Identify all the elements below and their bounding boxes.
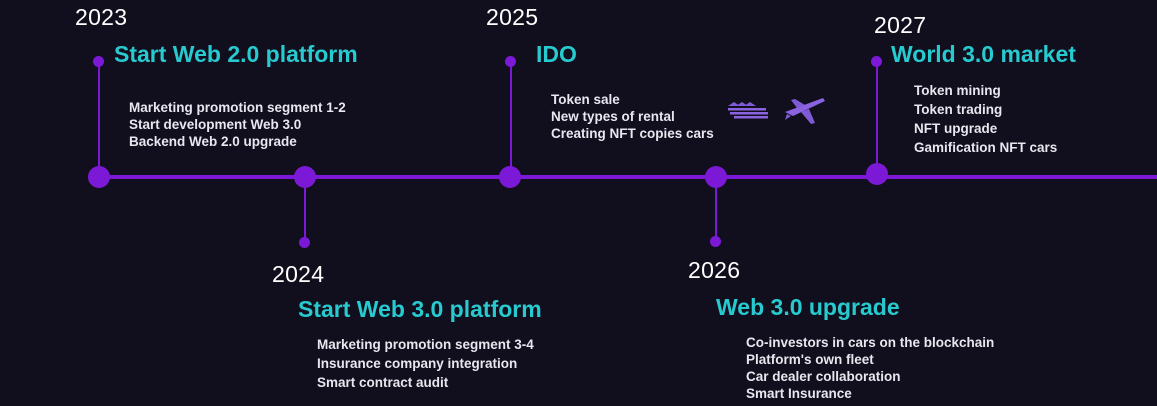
year-2024: 2024 <box>272 261 325 287</box>
list-item: Insurance company integration <box>317 356 518 371</box>
stem-2023 <box>98 61 100 177</box>
milestone-title-2023: Start Web 2.0 platform <box>114 41 358 67</box>
node-2025 <box>499 166 521 188</box>
list-item: Token trading <box>914 102 1003 117</box>
ship-icon <box>728 102 768 119</box>
list-item: Platform's own fleet <box>746 352 874 367</box>
list-item: Car dealer collaboration <box>746 369 901 384</box>
year-2026: 2026 <box>688 257 741 283</box>
timeline-line <box>98 175 1157 179</box>
stem-dot-2025 <box>505 56 516 67</box>
year-2023: 2023 <box>75 4 128 30</box>
list-item: New types of rental <box>551 109 675 124</box>
stem-dot-2023 <box>93 56 104 67</box>
milestone-items-2023: Marketing promotion segment 1-2 Start de… <box>129 99 346 150</box>
airplane-icon <box>785 98 825 124</box>
list-item: Token sale <box>551 92 620 107</box>
stem-2024 <box>304 178 306 242</box>
list-item: Smart contract audit <box>317 375 449 390</box>
node-2027 <box>866 163 888 185</box>
year-2025: 2025 <box>486 4 539 30</box>
list-item: Smart Insurance <box>746 386 852 401</box>
milestone-title-2026: Web 3.0 upgrade <box>716 294 900 320</box>
list-item: Backend Web 2.0 upgrade <box>129 134 297 149</box>
list-item: Gamification NFT cars <box>914 140 1058 155</box>
list-item: Marketing promotion segment 1-2 <box>129 100 346 115</box>
list-item: Creating NFT copies cars <box>551 126 714 141</box>
list-item: Marketing promotion segment 3-4 <box>317 337 534 352</box>
stem-2025 <box>510 61 512 177</box>
milestone-title-2027: World 3.0 market <box>891 41 1076 67</box>
milestone-title-2024: Start Web 3.0 platform <box>298 296 542 322</box>
milestone-title-2025: IDO <box>536 41 577 67</box>
list-item: NFT upgrade <box>914 121 998 136</box>
milestone-items-2026: Co-investors in cars on the blockchain P… <box>746 334 994 402</box>
list-item: Start development Web 3.0 <box>129 117 302 132</box>
node-2023 <box>88 166 110 188</box>
milestone-items-2027: Token mining Token trading NFT upgrade G… <box>914 81 1057 157</box>
milestone-items-2024: Marketing promotion segment 3-4 Insuranc… <box>317 335 534 392</box>
stem-2027 <box>876 61 878 177</box>
list-item: Co-investors in cars on the blockchain <box>746 335 995 350</box>
stem-dot-2027 <box>871 56 882 67</box>
year-2027: 2027 <box>874 12 927 38</box>
node-2024 <box>294 166 316 188</box>
stem-2026 <box>715 178 717 242</box>
stem-dot-2026 <box>710 236 721 247</box>
node-2026 <box>705 166 727 188</box>
stem-dot-2024 <box>299 237 310 248</box>
milestone-items-2025: Token sale New types of rental Creating … <box>551 91 714 142</box>
list-item: Token mining <box>914 83 1001 98</box>
